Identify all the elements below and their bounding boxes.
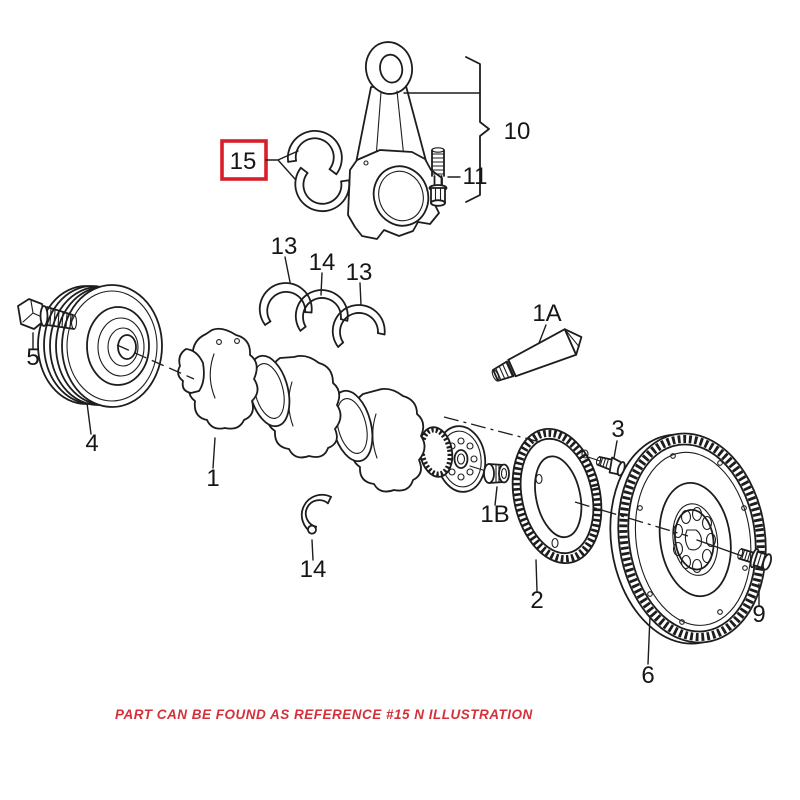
part-label-10: 10 [504, 118, 531, 145]
crankshaft [177, 327, 487, 493]
part-label-15: 15 [230, 148, 257, 175]
leader-line-flywheel-bolt [696, 539, 743, 557]
countersunk-bolt [595, 456, 626, 477]
centerline-plate-to-flywheel [574, 501, 689, 537]
leader-line-14a [320, 272, 323, 296]
pilot-bushing [483, 463, 510, 484]
drive-plate [511, 427, 603, 565]
leader-line-14b [311, 539, 314, 561]
flywheel [609, 432, 767, 645]
bearing-shell-pair-15 [286, 130, 351, 213]
drive-plate-hole [551, 537, 559, 549]
flywheel-ring-gear-teeth [619, 435, 765, 641]
flywheel-hub-holes [672, 506, 717, 574]
part-label-9: 9 [752, 601, 765, 628]
part-label-5: 5 [26, 344, 39, 371]
bracket-10 [465, 56, 490, 203]
centerline-crank-to-plate [443, 416, 541, 443]
part-label-1B: 1B [480, 501, 509, 528]
part-label-2: 2 [530, 587, 543, 614]
flywheel-balance-marks [637, 453, 748, 625]
leader-line-bolt3 [587, 456, 601, 462]
leader-line-1A [538, 324, 547, 344]
part-label-14b: 14 [300, 556, 327, 583]
reference-note: PART CAN BE FOUND AS REFERENCE #15 N ILL… [115, 707, 533, 722]
pulley-bolt [17, 298, 78, 330]
leader-line-bushing [469, 465, 487, 472]
rod-bolt [428, 147, 448, 207]
part-label-14a: 14 [309, 249, 336, 276]
centerline-pulley-to-crank [116, 344, 195, 380]
bearing-shell-14-mid [294, 289, 349, 332]
drive-plate-hole [581, 449, 589, 459]
drive-plate-hole [535, 473, 543, 485]
connecting-rod [347, 41, 443, 240]
bearing-shell-13-right [331, 304, 386, 348]
leader-line-1 [212, 437, 216, 469]
bearing-shell-14-lower [300, 493, 332, 535]
leader-line-4 [86, 402, 92, 435]
part-label-1: 1 [206, 465, 219, 492]
crank-nose [177, 348, 205, 394]
crankshaft-flange-holes [444, 437, 478, 481]
leader-line-13b [359, 282, 362, 306]
part-label-3: 3 [611, 416, 624, 443]
part-label-13b: 13 [346, 259, 373, 286]
part-label-1A: 1A [532, 300, 561, 327]
part-label-11: 11 [463, 163, 488, 190]
part-label-6: 6 [641, 662, 654, 689]
crankshaft-pulley [37, 284, 163, 408]
bearing-shell-13-left [258, 282, 313, 326]
part-label-4: 4 [85, 430, 98, 457]
part-label-13a: 13 [271, 233, 298, 260]
sealant-tube [491, 328, 583, 382]
leader-line-1B [494, 486, 498, 506]
flywheel-bolt [737, 548, 773, 571]
leader-line-2 [535, 559, 538, 592]
leader-line-3 [613, 440, 618, 459]
leader-line-15 [265, 150, 299, 180]
drive-plate-teeth [513, 429, 601, 563]
leader-line-13a [284, 256, 291, 283]
leader-line-6 [647, 615, 651, 665]
